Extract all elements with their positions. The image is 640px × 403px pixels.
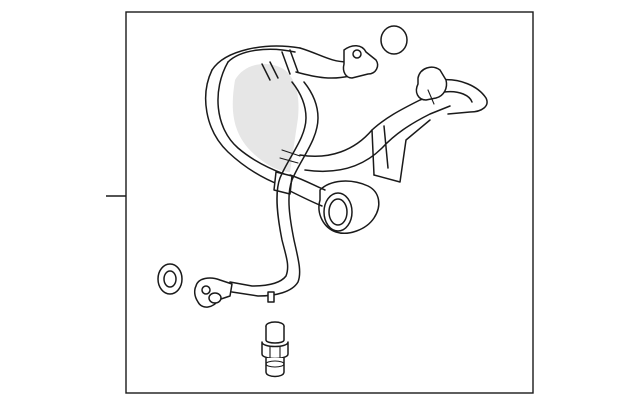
bracket-outline [205,69,281,186]
upper-hose-top [299,47,349,63]
o-ring-upper [380,25,408,55]
sensor-upper-body [265,326,285,344]
thin-tube-left [231,81,319,297]
bracket-inner [217,61,285,175]
bracket-shading [232,64,299,172]
upper-clip-3 [261,63,271,81]
bracket-top [211,45,301,71]
lower-fitting-bolt [201,285,211,295]
support-strip-base [373,119,431,183]
elbow-opening-inner [328,198,348,226]
elbow-link-top [289,174,326,191]
main-hose-top [299,91,441,157]
elbow-link-bottom [287,189,323,207]
sensor-ring [265,360,285,368]
support-strip-left [371,129,375,176]
o-ring-lower [157,263,183,295]
diagram-frame [125,11,534,394]
lower-fitting-nut [208,292,222,304]
right-arm-inner [443,90,473,103]
right-arm-top [439,78,488,115]
upper-clip-4 [269,61,279,79]
bracket-collar [273,171,293,195]
upper-clip-2 [289,49,299,73]
thin-tube-right [229,81,307,287]
upper-clip-1 [281,51,291,75]
sensor-hex [261,341,289,360]
tube-nipple [267,291,275,303]
upper-fitting-bolt [352,49,362,59]
bracket-collar-line [281,149,301,157]
pressure-sensor [261,321,289,378]
upper-hose-bottom [295,71,351,79]
upper-fitting [342,45,379,79]
bracket-top-inner [227,48,296,63]
main-hose-bottom [304,105,451,173]
fuel-hose-assembly [193,45,488,308]
support-strip-right [383,125,389,169]
washer-inner [163,270,177,288]
right-fitting [415,66,448,101]
o-ring-upper-outer [380,25,408,55]
right-fitting-detail [427,89,435,105]
